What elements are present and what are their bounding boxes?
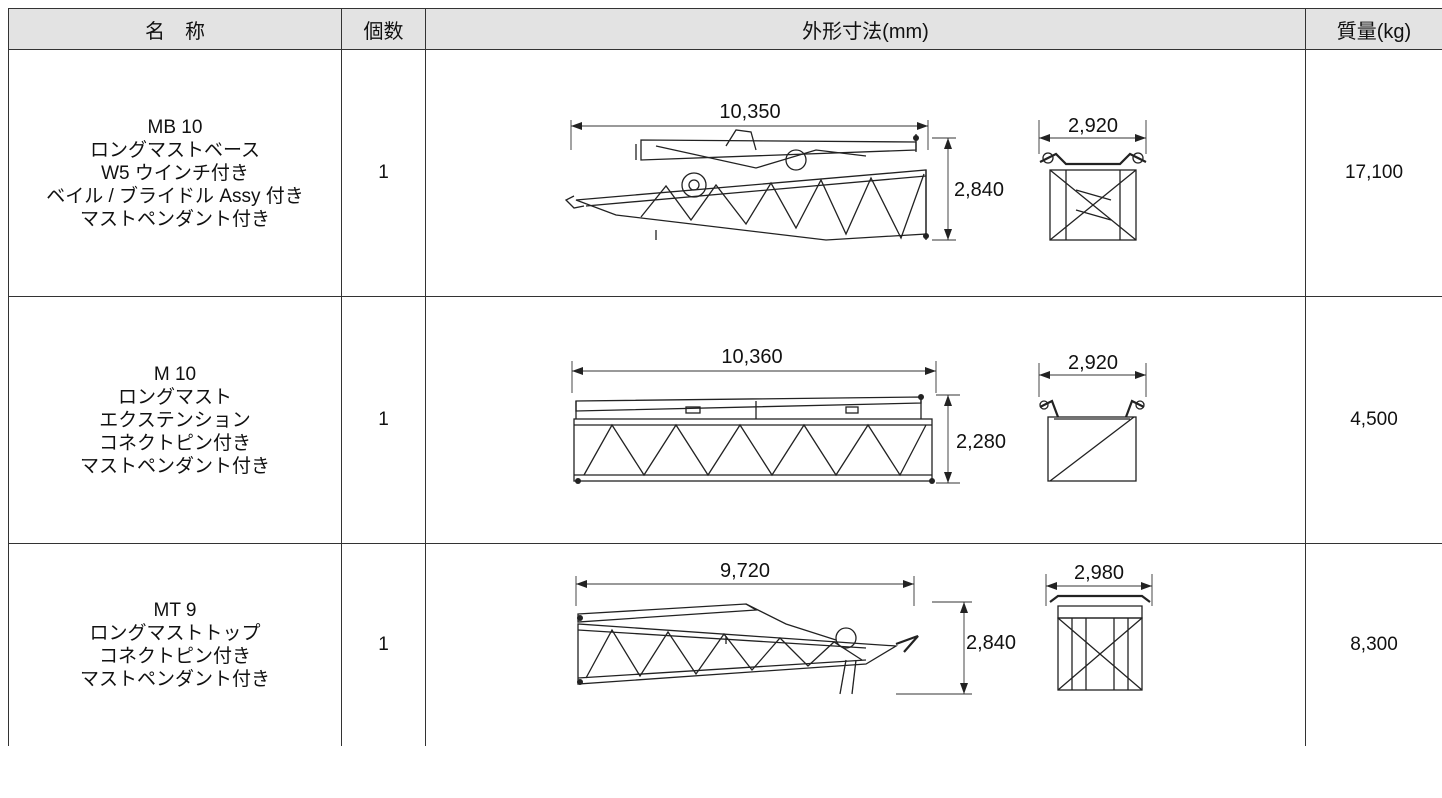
header-name: 名 称 bbox=[8, 8, 342, 50]
component-name-line: ベイル / ブライドル Assy 付き bbox=[46, 185, 304, 207]
component-name-line: ロングマストトップ bbox=[89, 623, 261, 644]
component-name-line: マストペンダント付き bbox=[79, 455, 270, 477]
side-view-truss bbox=[573, 394, 935, 484]
mass-cell: 4,500 bbox=[1305, 296, 1442, 544]
height-dimension: 2,840 bbox=[896, 601, 1016, 695]
component-name-cell: MB 10 ロングマストベース W5 ウインチ付き ベイル / ブライドル As… bbox=[8, 49, 342, 297]
mass-cell: 8,300 bbox=[1305, 543, 1442, 746]
length-label: 10,360 bbox=[721, 346, 782, 368]
component-name-line: コネクトピン付き bbox=[98, 432, 251, 454]
width-label: 2,920 bbox=[1068, 352, 1118, 374]
length-dimension: 10,350 bbox=[570, 101, 929, 150]
height-dimension: 2,280 bbox=[936, 394, 1006, 484]
component-code: M 10 bbox=[153, 363, 197, 385]
width-label: 2,980 bbox=[1074, 562, 1124, 584]
component-name-line: ロングマスト bbox=[117, 386, 232, 408]
component-name-line: コネクトピン付き bbox=[98, 646, 251, 667]
mast-top-drawing: 9,720 bbox=[575, 560, 1153, 695]
height-label: 2,280 bbox=[956, 431, 1006, 453]
length-dimension: 10,360 bbox=[571, 346, 937, 393]
count-cell: 1 bbox=[341, 296, 426, 544]
component-name-line: マストペンダント付き bbox=[79, 669, 270, 690]
header-mass: 質量(kg) bbox=[1305, 8, 1442, 50]
component-name-line: ロングマストベース bbox=[89, 139, 261, 161]
mass-cell: 17,100 bbox=[1305, 49, 1442, 297]
header-row: 名 称 個数 外形寸法(mm) 質量(kg) bbox=[8, 8, 1442, 50]
height-label: 2,840 bbox=[966, 632, 1016, 654]
count-cell: 1 bbox=[341, 49, 426, 297]
component-name-cell: MT 9 ロングマストトップ コネクトピン付き マストペンダント付き bbox=[8, 543, 342, 746]
front-view: 2,980 bbox=[1045, 562, 1153, 691]
table-row: MT 9 ロングマストトップ コネクトピン付き マストペンダント付き 1 9,7… bbox=[8, 543, 1442, 746]
component-name-line: W5 ウインチ付き bbox=[101, 162, 249, 184]
count-cell: 1 bbox=[341, 543, 426, 746]
dimension-drawing-cell: 10,360 bbox=[425, 296, 1306, 544]
spec-table: 名 称 個数 外形寸法(mm) 質量(kg) MB 10 ロングマストベース W… bbox=[8, 8, 1442, 746]
dimension-drawing-cell: 9,720 bbox=[425, 543, 1306, 746]
component-name-cell: M 10 ロングマスト エクステンション コネクトピン付き マストペンダント付き bbox=[8, 296, 342, 544]
height-dimension: 2,840 bbox=[932, 137, 1004, 241]
front-view: 2,920 bbox=[1038, 115, 1147, 241]
component-name-line: エクステンション bbox=[99, 409, 251, 431]
length-label: 9,720 bbox=[720, 560, 770, 582]
mast-base-drawing: 10,350 bbox=[564, 101, 1147, 241]
length-dimension: 9,720 bbox=[575, 560, 915, 606]
length-label: 10,350 bbox=[719, 101, 780, 123]
side-view-truss bbox=[577, 603, 919, 695]
front-view: 2,920 bbox=[1038, 352, 1147, 482]
table-row: M 10 ロングマスト エクステンション コネクトピン付き マストペンダント付き… bbox=[8, 296, 1442, 544]
side-view-truss bbox=[564, 129, 929, 241]
header-dimensions: 外形寸法(mm) bbox=[425, 8, 1306, 50]
width-label: 2,920 bbox=[1068, 115, 1118, 137]
component-name-line: マストペンダント付き bbox=[79, 208, 270, 230]
component-code: MT 9 bbox=[153, 600, 197, 621]
dimension-drawing-cell: 10,350 bbox=[425, 49, 1306, 297]
height-label: 2,840 bbox=[954, 179, 1004, 201]
component-code: MB 10 bbox=[147, 116, 203, 138]
table-row: MB 10 ロングマストベース W5 ウインチ付き ベイル / ブライドル As… bbox=[8, 49, 1442, 297]
header-count: 個数 bbox=[341, 8, 426, 50]
mast-extension-drawing: 10,360 bbox=[571, 346, 1147, 484]
